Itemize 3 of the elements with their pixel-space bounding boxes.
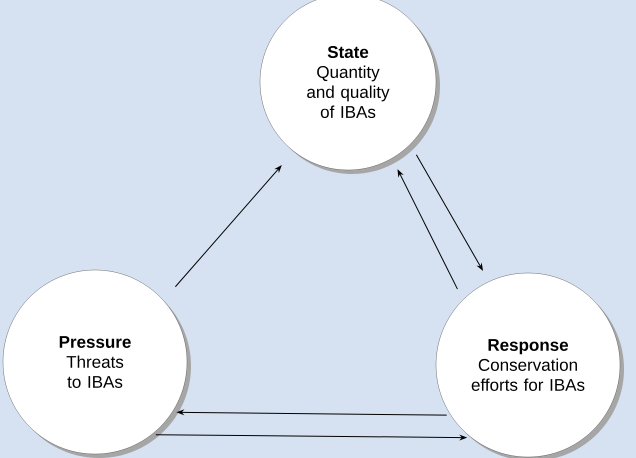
circle-node: Response Conservation efforts for IBAs bbox=[436, 272, 624, 458]
circle-node: Pressure Threats to IBAs bbox=[2, 270, 191, 458]
circle-node: State Quantity and quality of IBAs bbox=[260, 0, 440, 174]
